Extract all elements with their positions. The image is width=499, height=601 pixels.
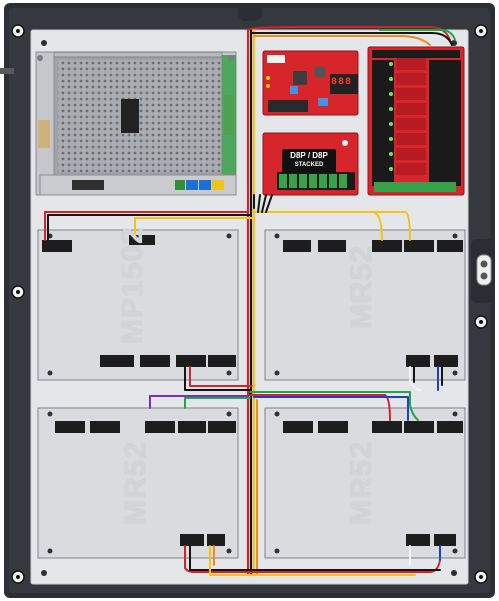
board-model-label-mr52-top: MR52 — [345, 244, 378, 329]
psu-terminal-block — [175, 180, 224, 190]
relay-display: 888 — [331, 77, 353, 88]
top-notch — [238, 3, 262, 21]
board-top-right — [264, 229, 466, 381]
left-tab — [0, 68, 14, 74]
stacked-badge: D8P / D8P STACKED — [282, 149, 336, 173]
relay-board — [367, 46, 465, 196]
board-standoffs — [47, 233, 458, 554]
psu-vent-grille — [58, 60, 222, 172]
stacked-badge-subtitle: STACKED — [294, 162, 324, 168]
stacked-badge-title: D8P / D8P — [290, 151, 328, 160]
psu-green-pcb — [222, 55, 236, 195]
wiring — [44, 26, 456, 577]
power-supply — [35, 51, 237, 196]
board-bottom-right — [264, 407, 466, 559]
ground-stud-icon — [476, 254, 492, 286]
psu-label-plate — [121, 99, 139, 133]
red-controller-board — [262, 50, 359, 116]
board-model-label-mr52-bottom-right: MR52 — [345, 440, 378, 525]
board-top-left — [37, 229, 239, 381]
board-model-label-mr52-bottom-left: MR52 — [119, 440, 152, 525]
board-model-label-mp1502: MP1502 — [116, 226, 149, 344]
board-bottom-left — [37, 407, 239, 559]
